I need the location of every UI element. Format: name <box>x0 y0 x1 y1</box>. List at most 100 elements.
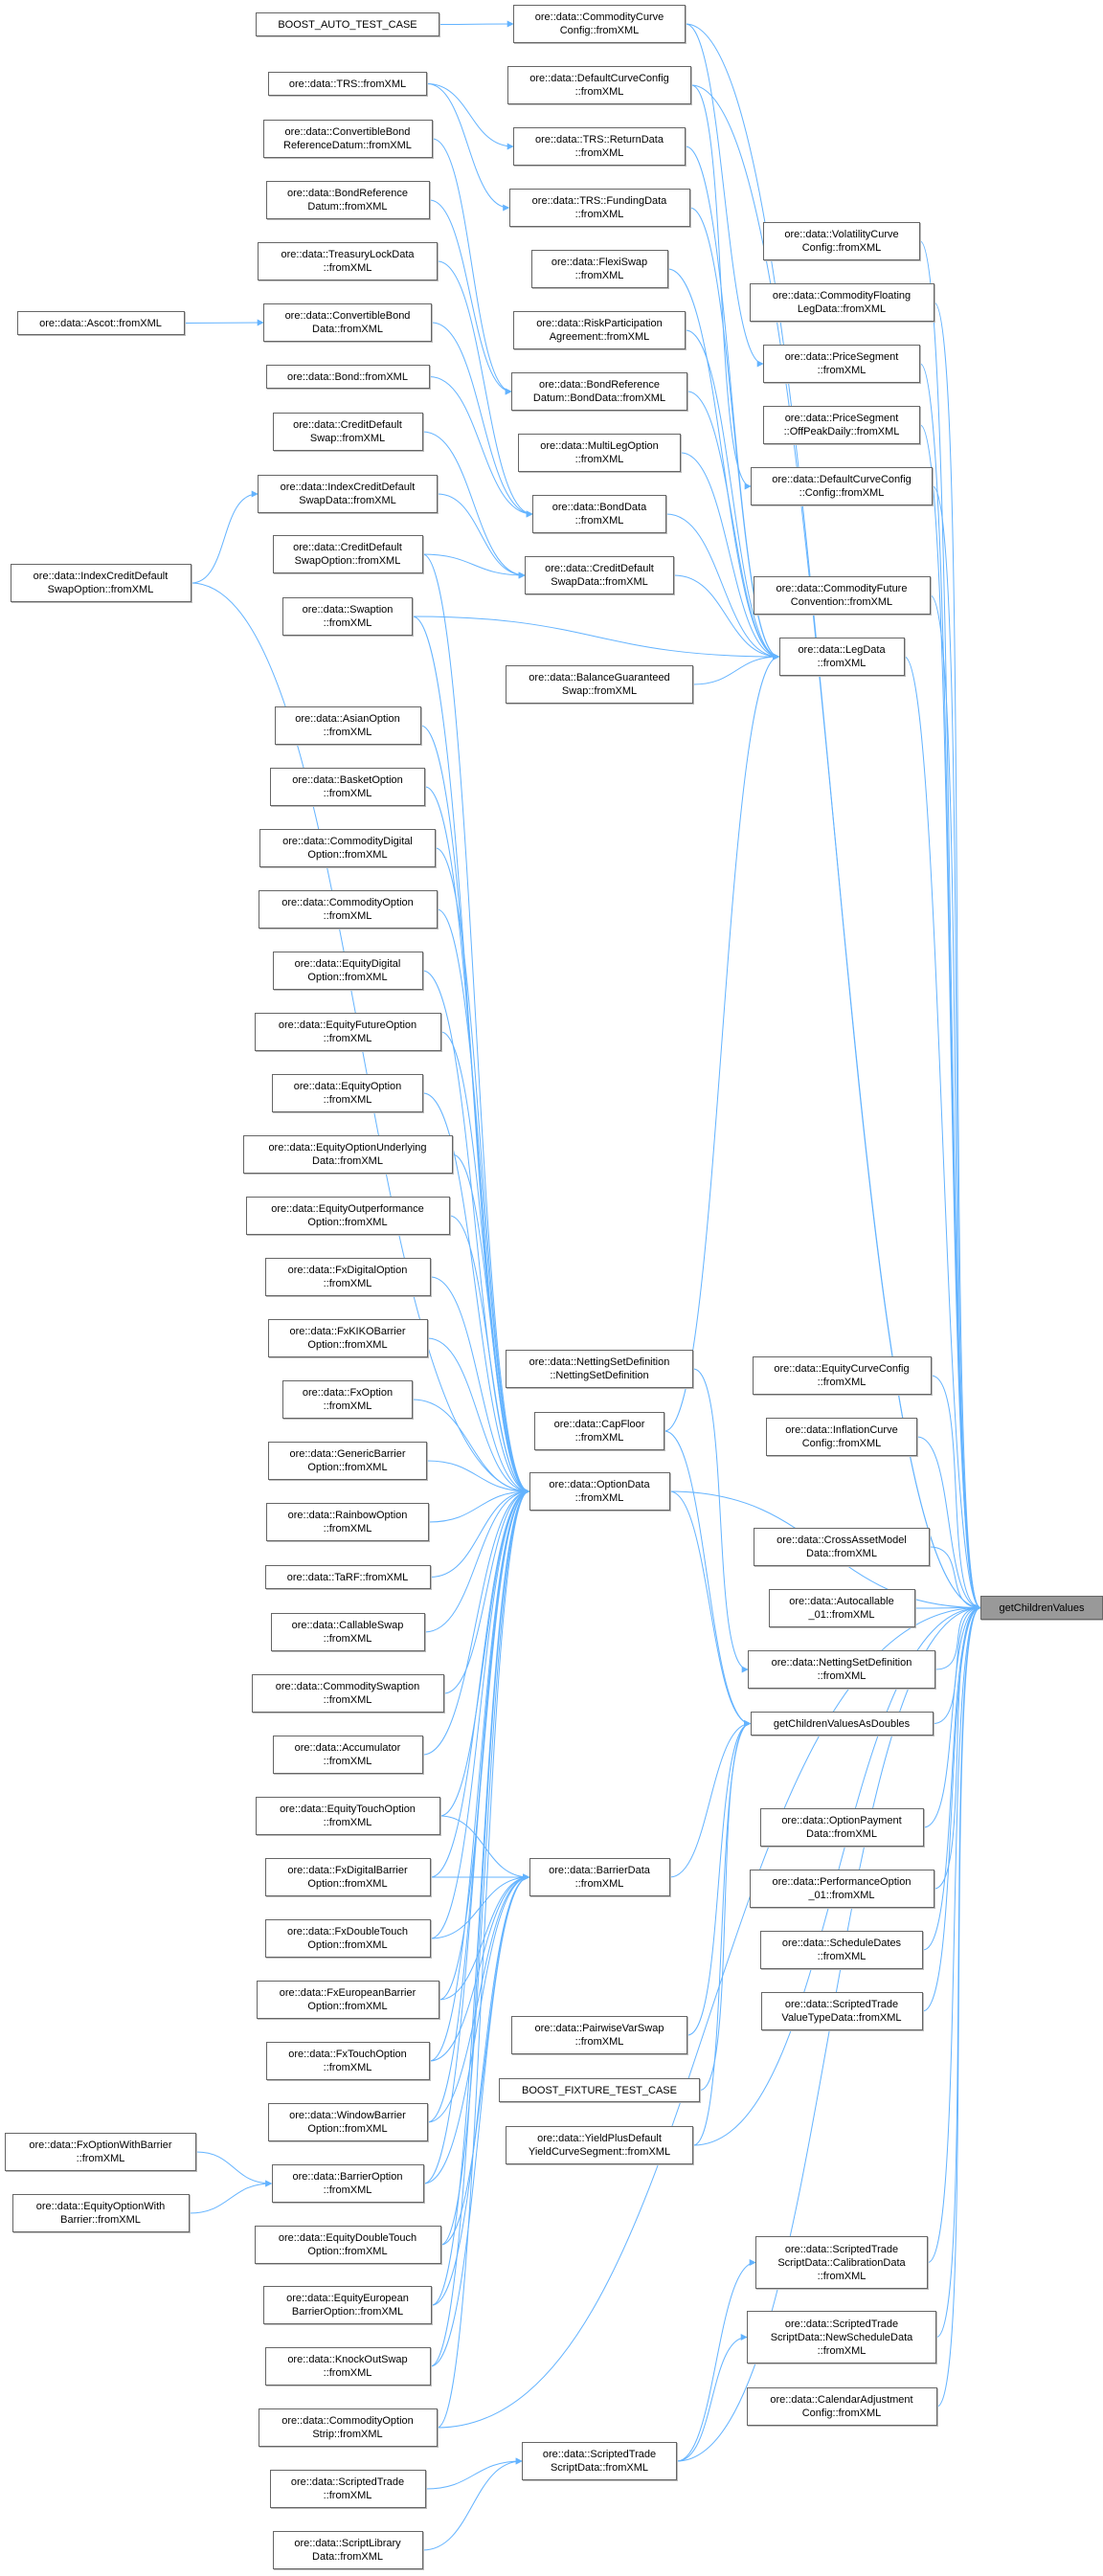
call-edge-arrow <box>689 207 780 661</box>
graph-node-cds-data[interactable]: ore::data::CreditDefault SwapData::fromX… <box>525 556 674 594</box>
graph-node-risk-part[interactable]: ore::data::RiskParticipation Agreement::… <box>513 311 686 349</box>
graph-node-eq-euro-barrier[interactable]: ore::data::EquityEuropean BarrierOption:… <box>263 2286 432 2324</box>
graph-node-fx-double-touch[interactable]: ore::data::FxDoubleTouch Option::fromXML <box>264 1919 431 1958</box>
graph-node-tarf[interactable]: ore::data::TaRF::fromXML <box>264 1565 431 1589</box>
call-edge-arrow <box>427 1873 530 2123</box>
graph-node-yield-plus[interactable]: ore::data::YieldPlusDefault YieldCurveSe… <box>506 2126 693 2164</box>
graph-node-netting-ctor[interactable]: ore::data::NettingSetDefinition ::Nettin… <box>506 1350 693 1388</box>
graph-node-accumulator[interactable]: ore::data::Accumulator ::fromXML <box>272 1736 423 1774</box>
graph-node-fx-touch[interactable]: ore::data::FxTouchOption ::fromXML <box>265 2042 430 2080</box>
graph-node-treasury-lock[interactable]: ore::data::TreasuryLockData ::fromXML <box>258 242 438 280</box>
graph-node-cb-data[interactable]: ore::data::ConvertibleBond Data::fromXML <box>263 303 432 342</box>
graph-node-comm-swaption[interactable]: ore::data::CommoditySwaption ::fromXML <box>251 1674 444 1713</box>
call-edge-arrow <box>189 2180 273 2214</box>
graph-node-price-seg-off-peak[interactable]: ore::data::PriceSegment ::OffPeakDaily::… <box>763 406 920 444</box>
graph-node-eq-curve[interactable]: ore::data::EquityCurveConfig ::fromXML <box>752 1356 932 1395</box>
graph-node-index-cds-option[interactable]: ore::data::IndexCreditDefault SwapOption… <box>10 564 191 602</box>
graph-node-basket[interactable]: ore::data::BasketOption ::fromXML <box>270 768 425 806</box>
graph-node-flexi-swap[interactable]: ore::data::FlexiSwap ::fromXML <box>530 250 668 288</box>
graph-node-fx-opt-with-barrier[interactable]: ore::data::FxOptionWithBarrier ::fromXML <box>5 2133 196 2171</box>
graph-node-trs-funding[interactable]: ore::data::TRS::FundingData ::fromXML <box>508 189 690 227</box>
graph-node-eq-underlying[interactable]: ore::data::EquityOptionUnderlying Data::… <box>242 1135 453 1174</box>
call-edge-arrow <box>932 485 981 1611</box>
graph-node-asian[interactable]: ore::data::AsianOption ::fromXML <box>274 706 421 745</box>
graph-node-eq-outperf[interactable]: ore::data::EquityOutperformance Option::… <box>245 1197 450 1235</box>
call-edge-arrow <box>439 1488 530 1817</box>
graph-node-barrier-option[interactable]: ore::data::BarrierOption ::fromXML <box>271 2164 424 2203</box>
graph-node-netting[interactable]: ore::data::NettingSetDefinition ::fromXM… <box>748 1650 935 1689</box>
graph-node-sched-dates[interactable]: ore::data::ScheduleDates ::fromXML <box>760 1931 923 1969</box>
call-edge-arrow <box>916 1436 981 1611</box>
graph-node-window-barrier[interactable]: ore::data::WindowBarrier Option::fromXML <box>267 2103 428 2141</box>
graph-node-gcv-doubles[interactable]: getChildrenValuesAsDoubles <box>750 1712 934 1736</box>
graph-node-default-curve-config[interactable]: ore::data::DefaultCurveConfig ::Config::… <box>751 467 933 505</box>
graph-node-eq-double-touch[interactable]: ore::data::EquityDoubleTouch Option::fro… <box>254 2226 441 2264</box>
graph-node-balance-guar[interactable]: ore::data::BalanceGuaranteed Swap::fromX… <box>506 665 693 704</box>
call-edge-arrow <box>422 553 530 1495</box>
graph-node-pairwise-var[interactable]: ore::data::PairwiseVarSwap ::fromXML <box>511 2016 687 2054</box>
graph-node-bond-ref-bond-data[interactable]: ore::data::BondReference Datum::BondData… <box>511 372 687 411</box>
graph-node-price-seg[interactable]: ore::data::PriceSegment ::fromXML <box>763 345 920 383</box>
graph-node-st-script-data[interactable]: ore::data::ScriptedTrade ScriptData::fro… <box>522 2442 677 2480</box>
graph-node-cds-option[interactable]: ore::data::CreditDefault SwapOption::fro… <box>272 535 423 573</box>
graph-node-st-calib[interactable]: ore::data::ScriptedTrade ScriptData::Cal… <box>755 2236 928 2289</box>
graph-node-barrier-data[interactable]: ore::data::BarrierData ::fromXML <box>529 1858 670 1896</box>
graph-node-cal-adj[interactable]: ore::data::CalendarAdjustment Config::fr… <box>746 2387 937 2426</box>
graph-node-eq-opt-with-barrier[interactable]: ore::data::EquityOptionWith Barrier::fro… <box>11 2194 190 2232</box>
call-edge-arrow <box>449 1215 530 1495</box>
graph-node-comm-curve[interactable]: ore::data::CommodityCurve Config::fromXM… <box>513 5 686 43</box>
graph-node-st-new-sched[interactable]: ore::data::ScriptedTrade ScriptData::New… <box>747 2311 936 2363</box>
graph-node-script-library[interactable]: ore::data::ScriptLibrary Data::fromXML <box>272 2531 423 2569</box>
graph-node-boost-fixture[interactable]: BOOST_FIXTURE_TEST_CASE <box>499 2078 700 2102</box>
call-edge-arrow <box>927 1604 981 2263</box>
graph-node-callable-swap[interactable]: ore::data::CallableSwap ::fromXML <box>270 1613 425 1651</box>
graph-node-vol-curve[interactable]: ore::data::VolatilityCurve Config::fromX… <box>763 222 920 260</box>
graph-node-comm-option[interactable]: ore::data::CommodityOption ::fromXML <box>258 890 438 929</box>
graph-node-bond-ref-datum[interactable]: ore::data::BondReference Datum::fromXML <box>265 181 430 219</box>
graph-node-fx-kiko[interactable]: ore::data::FxKIKOBarrier Option::fromXML <box>267 1319 428 1357</box>
graph-node-option-data[interactable]: ore::data::OptionData ::fromXML <box>529 1472 670 1511</box>
graph-node-scripted-trade[interactable]: ore::data::ScriptedTrade ::fromXML <box>269 2470 426 2508</box>
graph-node-ascot[interactable]: ore::data::Ascot::fromXML <box>16 311 185 335</box>
graph-node-eq-option[interactable]: ore::data::EquityOption ::fromXML <box>272 1074 423 1112</box>
graph-node-perf-option[interactable]: ore::data::PerformanceOption _01::fromXM… <box>749 1870 934 1908</box>
graph-node-eq-future[interactable]: ore::data::EquityFutureOption ::fromXML <box>254 1013 441 1051</box>
graph-node-fx-digital-barrier[interactable]: ore::data::FxDigitalBarrier Option::from… <box>264 1858 431 1896</box>
graph-node-st-value-type[interactable]: ore::data::ScriptedTrade ValueTypeData::… <box>760 1992 923 2030</box>
call-edge-arrow <box>922 1604 981 1951</box>
graph-node-comm-digital[interactable]: ore::data::CommodityDigital Option::from… <box>259 829 436 867</box>
graph-node-trs-return[interactable]: ore::data::TRS::ReturnData ::fromXML <box>513 127 686 166</box>
call-edge-arrow <box>440 1031 530 1495</box>
graph-node-bond[interactable]: ore::data::Bond::fromXML <box>265 365 430 389</box>
graph-node-fx-option[interactable]: ore::data::FxOption ::fromXML <box>282 1380 413 1419</box>
graph-node-fx-euro-barrier[interactable]: ore::data::FxEuropeanBarrier Option::fro… <box>256 1981 439 2019</box>
graph-node-eq-digital[interactable]: ore::data::EquityDigital Option::fromXML <box>272 952 423 990</box>
graph-node-default-curve[interactable]: ore::data::DefaultCurveConfig ::fromXML <box>507 66 691 104</box>
graph-node-cb-ref-datum[interactable]: ore::data::ConvertibleBond ReferenceDatu… <box>262 120 433 158</box>
graph-node-index-cds-data[interactable]: ore::data::IndexCreditDefault SwapData::… <box>258 475 438 513</box>
graph-node-rainbow[interactable]: ore::data::RainbowOption ::fromXML <box>266 1503 429 1541</box>
graph-node-swaption[interactable]: ore::data::Swaption ::fromXML <box>282 597 413 636</box>
graph-node-comm-opt-strip[interactable]: ore::data::CommodityOption Strip::fromXM… <box>258 2408 438 2447</box>
graph-node-comm-floating[interactable]: ore::data::CommodityFloating LegData::fr… <box>749 283 934 322</box>
call-edge-arrow <box>422 2457 523 2551</box>
graph-node-trs[interactable]: ore::data::TRS::fromXML <box>268 72 427 96</box>
call-edge-arrow <box>195 2151 273 2187</box>
graph-node-multi-leg[interactable]: ore::data::MultiLegOption ::fromXML <box>518 434 681 472</box>
graph-node-fx-digital[interactable]: ore::data::FxDigitalOption ::fromXML <box>264 1258 431 1296</box>
graph-node-infl-curve[interactable]: ore::data::InflationCurve Config::fromXM… <box>766 1418 917 1456</box>
graph-node-autocall[interactable]: ore::data::Autocallable _01::fromXML <box>768 1589 915 1627</box>
call-edge-arrow <box>439 20 514 28</box>
graph-node-cds[interactable]: ore::data::CreditDefault Swap::fromXML <box>272 413 423 451</box>
graph-node-knock-out[interactable]: ore::data::KnockOutSwap ::fromXML <box>264 2347 431 2386</box>
graph-node-leg-data[interactable]: ore::data::LegData ::fromXML <box>778 638 905 676</box>
graph-node-cross-asset[interactable]: ore::data::CrossAssetModel Data::fromXML <box>754 1528 930 1566</box>
graph-node-opt-payment[interactable]: ore::data::OptionPayment Data::fromXML <box>759 1808 924 1847</box>
graph-node-generic-barrier[interactable]: ore::data::GenericBarrier Option::fromXM… <box>268 1442 427 1480</box>
graph-node-comm-future[interactable]: ore::data::CommodityFuture Convention::f… <box>753 576 931 615</box>
graph-node-eq-touch[interactable]: ore::data::EquityTouchOption ::fromXML <box>255 1797 440 1835</box>
graph-node-boost-auto[interactable]: BOOST_AUTO_TEST_CASE <box>256 12 439 36</box>
graph-node-cap-floor[interactable]: ore::data::CapFloor ::fromXML <box>534 1412 664 1450</box>
graph-node-bond-data[interactable]: ore::data::BondData ::fromXML <box>532 495 666 533</box>
graph-node-gcv[interactable]: getChildrenValues <box>980 1596 1103 1620</box>
